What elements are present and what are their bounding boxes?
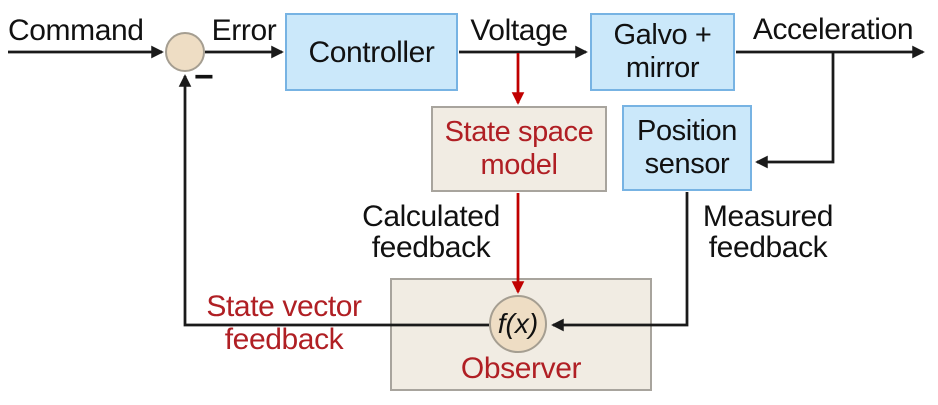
error-label: Error [211, 14, 277, 47]
position-sensor-line2: sensor [644, 148, 730, 180]
acceleration-label: Acceleration [752, 13, 914, 46]
position-sensor-line1: Position [637, 115, 737, 147]
position-sensor-block: Position sensor [622, 105, 752, 191]
fx-junction: f(x) [489, 295, 547, 353]
state-feedback-arrow [178, 74, 489, 327]
voltage-label: Voltage [470, 14, 568, 47]
galvo-mirror-block: Galvo + mirror [590, 13, 735, 91]
controller-label: Controller [308, 35, 435, 69]
command-label: Command [8, 14, 144, 47]
minus-sign: − [194, 58, 214, 96]
acceleration-branch-arrow [755, 52, 835, 169]
measured-feedback-arrow [551, 192, 689, 332]
state-space-model-block: State space model [431, 106, 607, 192]
measured-feedback-line1: Measured [702, 200, 834, 233]
galvo-mirror-line1: Galvo + [613, 19, 712, 51]
galvo-mirror-line2: mirror [625, 52, 700, 84]
fx-label: f(x) [497, 308, 539, 339]
measured-feedback-line2: feedback [708, 231, 828, 264]
controller-block: Controller [285, 13, 458, 91]
summing-junction [165, 32, 205, 72]
calculated-feedback-line2: feedback [371, 231, 491, 264]
calculated-feedback-line1: Calculated [362, 200, 500, 233]
calculated-feedback-label: Calculated feedback [346, 201, 516, 263]
state-vector-feedback-line1: State vector [206, 290, 362, 323]
state-vector-feedback-label: State vector feedback [179, 290, 389, 356]
measured-feedback-label: Measured feedback [682, 201, 854, 263]
observer-label: Observer [460, 352, 582, 385]
state-space-model-line1: State space [444, 116, 594, 148]
state-space-model-line2: model [480, 149, 558, 181]
state-vector-feedback-line2: feedback [224, 323, 344, 356]
